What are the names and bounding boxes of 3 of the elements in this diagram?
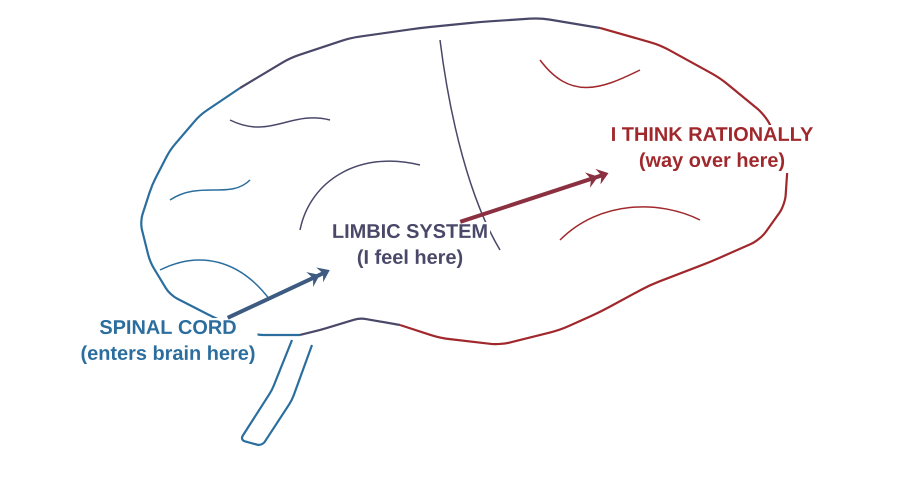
region-label: LIMBIC SYSTEM (I feel here) — [330, 222, 490, 270]
region-label: I THINK RATIONALLY (way over here) — [608, 125, 816, 173]
region-label: SPINAL CORD (enters brain here) — [78, 318, 258, 366]
